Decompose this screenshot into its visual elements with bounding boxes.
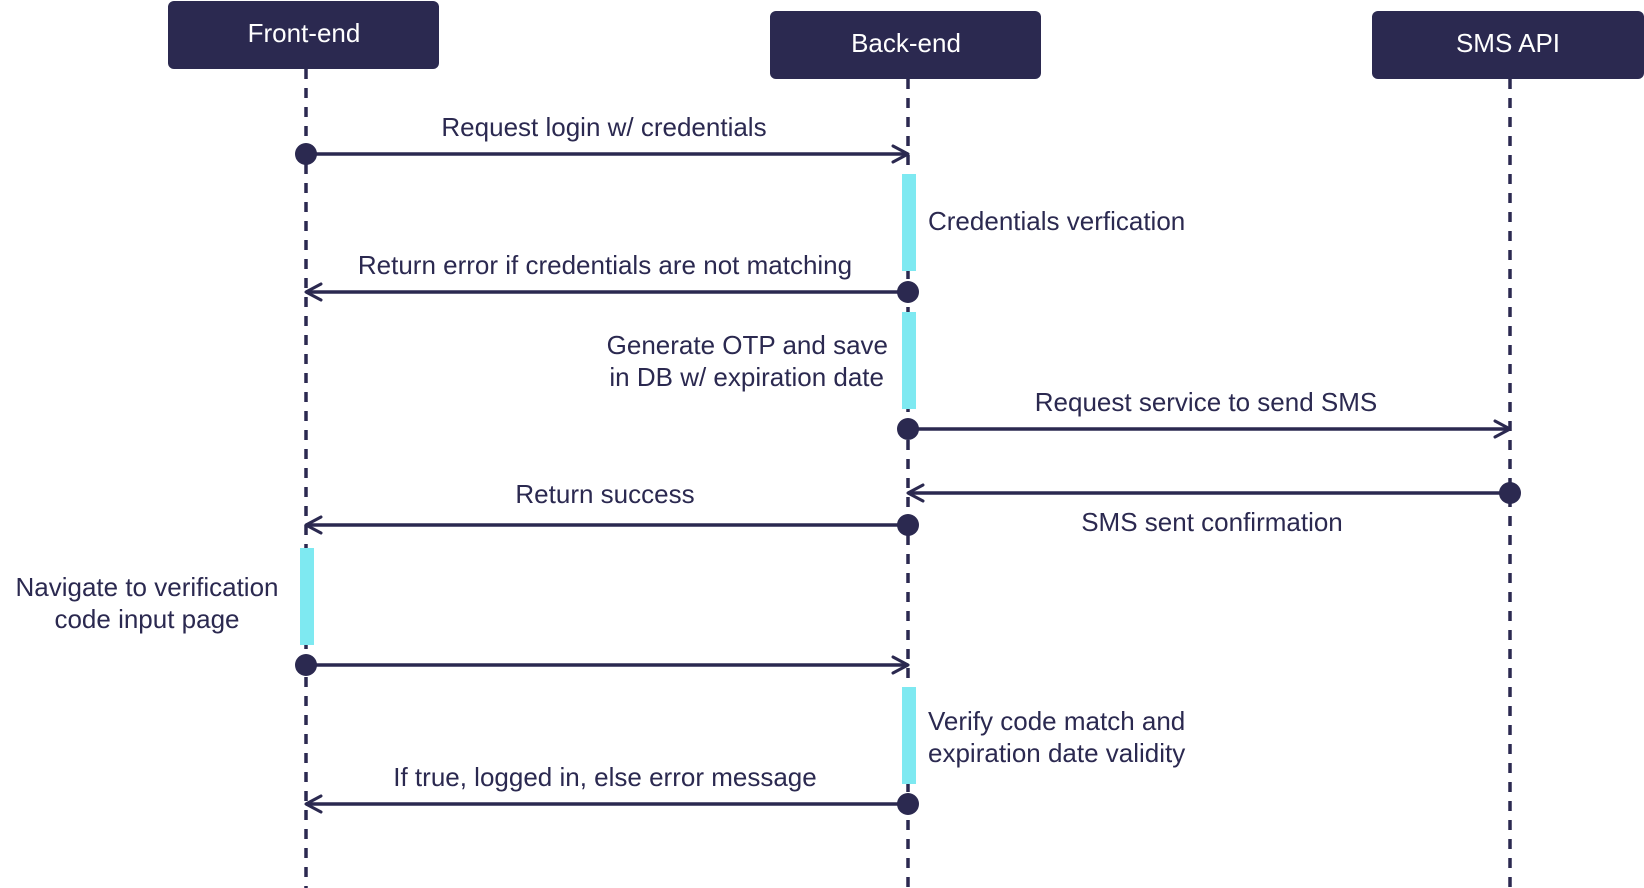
note-navigate-verification-line-1: Navigate to verification <box>15 572 278 602</box>
note-verify-code-line-1: Verify code match and <box>928 706 1185 736</box>
message-label: If true, logged in, else error message <box>393 762 816 792</box>
message-label: Return success <box>515 479 694 509</box>
activation-credentials-verification <box>902 174 916 271</box>
message-return-success: Return success <box>304 479 919 536</box>
message-sms-confirmation: SMS sent confirmation <box>906 482 1521 537</box>
participant-label: Back-end <box>851 28 961 58</box>
message-origin-dot <box>295 654 317 676</box>
message-origin-dot <box>1499 482 1521 504</box>
participant-label: Front-end <box>248 18 361 48</box>
message-origin-dot <box>897 418 919 440</box>
note-navigate-verification-line-2: code input page <box>54 604 239 634</box>
participant-label: SMS API <box>1456 28 1560 58</box>
activation-generate-otp <box>902 312 916 409</box>
participant-backend: Back-end <box>770 11 1041 79</box>
message-submit-code <box>295 654 910 676</box>
activation-verify-code <box>902 687 916 784</box>
participant-sms: SMS API <box>1372 11 1644 79</box>
message-origin-dot <box>897 281 919 303</box>
participant-box <box>1372 11 1644 79</box>
message-label: Request login w/ credentials <box>441 112 766 142</box>
participant-box <box>770 11 1041 79</box>
message-request-login: Request login w/ credentials <box>295 112 910 165</box>
message-label: Request service to send SMS <box>1035 387 1378 417</box>
message-origin-dot <box>897 793 919 815</box>
message-origin-dot <box>897 514 919 536</box>
participant-box <box>168 1 439 69</box>
message-label: Return error if credentials are not matc… <box>358 250 852 280</box>
message-origin-dot <box>295 143 317 165</box>
message-return-error: Return error if credentials are not matc… <box>304 250 919 303</box>
note-generate-otp-line-1: Generate OTP and save <box>607 330 888 360</box>
message-login-result: If true, logged in, else error message <box>304 762 919 815</box>
note-credentials-verification: Credentials verfication <box>928 206 1185 236</box>
note-verify-code-line-2: expiration date validity <box>928 738 1185 768</box>
activation-navigate-verification <box>300 548 314 645</box>
message-label: SMS sent confirmation <box>1081 507 1343 537</box>
message-request-sms: Request service to send SMS <box>897 387 1512 440</box>
note-generate-otp-line-2: in DB w/ expiration date <box>609 362 884 392</box>
participant-frontend: Front-end <box>168 1 439 69</box>
